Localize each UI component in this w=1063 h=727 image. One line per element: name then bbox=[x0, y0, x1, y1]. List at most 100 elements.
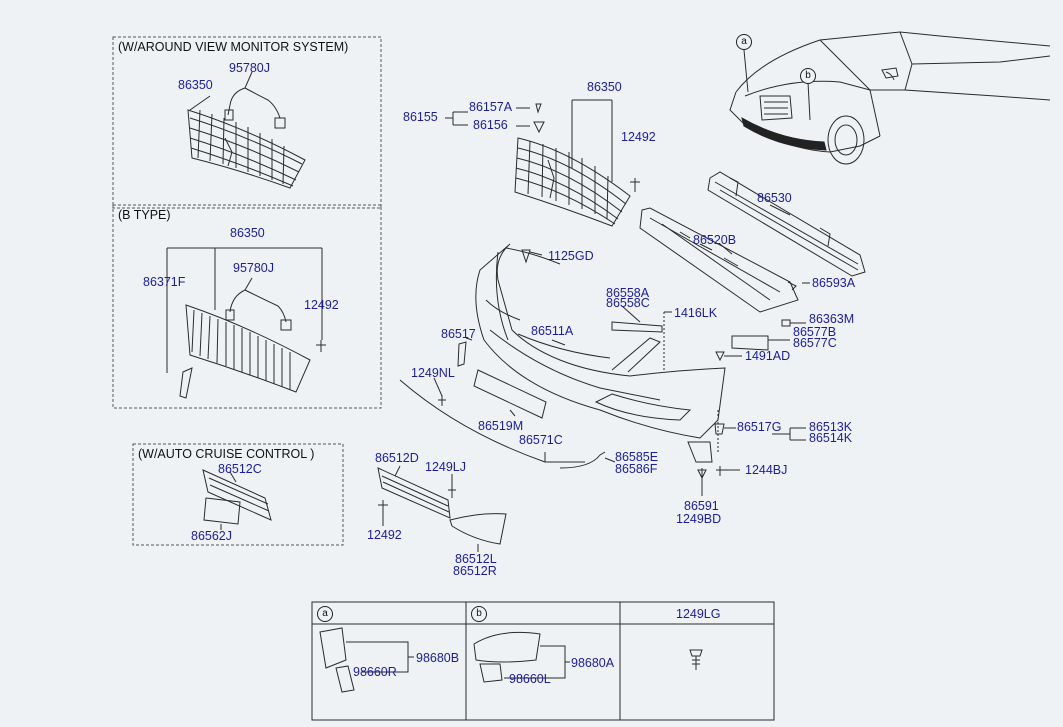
cruise-plate-drawing bbox=[203, 497, 241, 525]
label-stay-g: 86517G bbox=[737, 420, 782, 434]
reinforcement-leader bbox=[769, 204, 791, 216]
cell-a-bracket-drawing bbox=[335, 665, 355, 693]
label-table-a-b: 98680B bbox=[416, 651, 460, 665]
k-group-leader bbox=[772, 427, 806, 441]
lower-grille-leader bbox=[394, 465, 401, 477]
callout-b: b bbox=[800, 68, 816, 84]
b-type-moulding-drawing bbox=[179, 367, 193, 399]
callout-b-leader bbox=[807, 81, 811, 121]
detail-table-grid bbox=[312, 602, 774, 720]
b-type-option-box bbox=[112, 204, 382, 409]
label-bt-moulding: 86371F bbox=[143, 275, 186, 289]
label-bracket-c: 86558C bbox=[606, 296, 650, 310]
cruise-grille-drawing bbox=[202, 469, 272, 521]
label-main-screw: 12492 bbox=[621, 130, 656, 144]
label-bolt-gd: 1125GD bbox=[548, 249, 594, 263]
label-emblem-a: 86157A bbox=[469, 100, 513, 114]
label-absorber: 86520B bbox=[693, 233, 737, 247]
label-reinforcement: 86530 bbox=[757, 191, 792, 205]
table-callout-b: b bbox=[471, 606, 487, 622]
avm-grille-drawing bbox=[187, 109, 306, 189]
emblem-leaders bbox=[516, 107, 530, 127]
b-type-screw-drawing bbox=[316, 340, 326, 352]
screw-bd-drawing bbox=[697, 469, 707, 480]
lower-stay-drawing bbox=[687, 441, 713, 463]
label-bracket-a: 86558A bbox=[606, 286, 650, 300]
label-mould-f: 86586F bbox=[615, 462, 658, 476]
screw-lg-drawing bbox=[689, 649, 703, 670]
screw-nl-drawing bbox=[438, 395, 446, 406]
lip-leader bbox=[509, 409, 516, 417]
emblem-group-leader bbox=[445, 111, 468, 126]
label-bracket-577b: 86577B bbox=[793, 325, 837, 339]
avm-box-title: (W/AROUND VIEW MONITOR SYSTEM) bbox=[118, 40, 349, 54]
lower-cover-drawing bbox=[449, 513, 507, 545]
lip-drawing bbox=[473, 369, 547, 419]
b-type-leaders bbox=[166, 247, 323, 373]
label-nut-ad: 1491AD bbox=[745, 349, 791, 363]
lower-grille-left-drawing bbox=[377, 467, 451, 519]
cruise-grille-leader bbox=[229, 471, 237, 483]
label-k513: 86513K bbox=[809, 420, 853, 434]
label-lower-screw: 12492 bbox=[367, 528, 402, 542]
bolt-363m-drawing bbox=[781, 319, 806, 327]
label-clip-lk: 1416LK bbox=[674, 306, 718, 320]
label-cruise-grille: 86512C bbox=[218, 462, 262, 476]
label-emblem-group: 86155 bbox=[403, 110, 438, 124]
screw-bj-drawing bbox=[716, 466, 724, 476]
main-grille-leader bbox=[571, 99, 613, 182]
bolt-593a-drawing bbox=[787, 281, 797, 291]
bracket-558-drawing bbox=[611, 321, 663, 333]
b-type-grille-drawing bbox=[185, 304, 311, 393]
label-lower-l: 86512L bbox=[455, 552, 497, 566]
car-overview-drawing bbox=[729, 31, 1051, 165]
mould-leader bbox=[604, 457, 616, 463]
bolt-gd-leader bbox=[529, 251, 543, 256]
label-strip: 86571C bbox=[519, 433, 563, 447]
detail-table bbox=[311, 601, 775, 721]
avm-option-box bbox=[112, 36, 382, 209]
label-k514: 86514K bbox=[809, 431, 853, 445]
emblem-b-drawing bbox=[533, 121, 545, 134]
nut-ad-drawing bbox=[715, 351, 725, 362]
label-n591: 86591 bbox=[684, 499, 719, 513]
cell-b-cover-drawing bbox=[473, 631, 541, 663]
stay-left-drawing bbox=[457, 341, 467, 367]
label-cover: 86511A bbox=[531, 324, 574, 338]
label-avm-wiring: 95780J bbox=[229, 61, 271, 75]
label-stay-left: 86517 bbox=[441, 327, 476, 341]
lower-screw-drawing bbox=[378, 500, 388, 518]
screw-lj-drawing bbox=[448, 485, 456, 498]
label-emblem-b: 86156 bbox=[473, 118, 508, 132]
label-bt-wiring: 95780J bbox=[233, 261, 275, 275]
bracket-577-drawing bbox=[731, 335, 769, 351]
avm-wiring-connector bbox=[274, 117, 286, 129]
label-mould-e: 86585E bbox=[615, 450, 659, 464]
b-type-wiring-connector bbox=[280, 319, 292, 331]
label-bolt-593a: 86593A bbox=[812, 276, 856, 290]
bracket-558-leader bbox=[621, 305, 641, 323]
avm-grille-leader bbox=[189, 95, 211, 111]
callout-a-leader bbox=[743, 49, 749, 93]
label-main-grille: 86350 bbox=[587, 80, 622, 94]
label-bt-grille: 86350 bbox=[230, 226, 265, 240]
label-screw-nl: 1249NL bbox=[411, 366, 455, 380]
cell-a-cover-drawing bbox=[319, 627, 347, 669]
label-table-c-title: 1249LG bbox=[676, 607, 721, 621]
absorber-leader bbox=[719, 243, 733, 255]
label-table-b-a: 98680A bbox=[571, 656, 615, 670]
bolt-gd-drawing bbox=[521, 249, 531, 264]
b-type-wiring-drawing bbox=[229, 277, 287, 323]
label-bolt-363m: 86363M bbox=[809, 312, 855, 326]
label-n1249bd: 1249BD bbox=[676, 512, 722, 526]
label-lower-r: 86512R bbox=[453, 564, 497, 578]
cruise-box-title: (W/AUTO CRUISE CONTROL ) bbox=[138, 447, 315, 461]
label-avm-grille: 86350 bbox=[178, 78, 213, 92]
reinforcement-drawing bbox=[707, 171, 866, 277]
avm-wiring-drawing bbox=[227, 71, 281, 119]
cover-leader bbox=[551, 339, 566, 346]
callout-a: a bbox=[736, 34, 752, 50]
absorber-drawing bbox=[639, 207, 799, 313]
